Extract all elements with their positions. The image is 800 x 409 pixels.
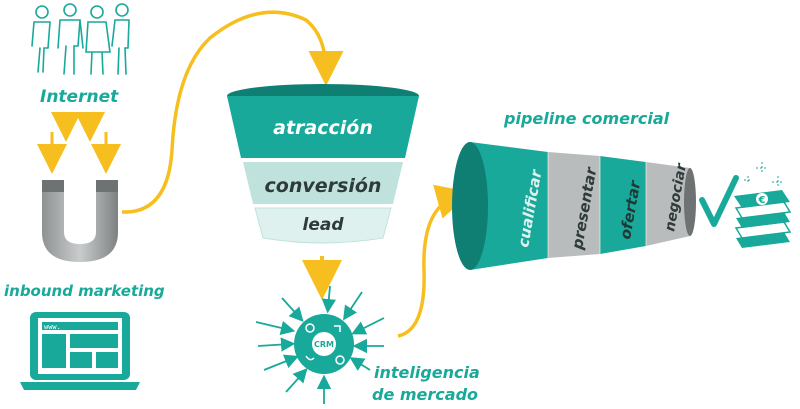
pipeline-label: pipeline comercial <box>503 109 670 128</box>
pipeline: cualificar presentar ofertar negociar <box>452 142 696 270</box>
magnet-to-funnel-arrow <box>121 10 344 214</box>
euro-symbol: € <box>758 195 766 206</box>
crm-text: CRM <box>314 340 334 349</box>
crm-incoming-arrows <box>255 285 385 404</box>
inbound-marketing-label: inbound marketing <box>4 282 165 300</box>
inteligencia-label-line2: de mercado <box>372 385 478 404</box>
magnet-icon <box>42 180 118 262</box>
laptop-icon: www. <box>20 312 140 390</box>
internet-arrows <box>37 112 121 174</box>
funnel: atracción conversión lead <box>227 84 419 244</box>
money-stack-icon: € <box>734 190 792 248</box>
funnel-stage-conversion: conversión <box>265 175 382 197</box>
internet-label: Internet <box>40 87 119 107</box>
www-text: www. <box>44 323 61 331</box>
crm-to-pipeline-arrow <box>397 184 472 338</box>
inteligencia-label-line1: inteligencia <box>374 363 480 382</box>
people-sketch-icon <box>31 3 130 75</box>
funnel-stage-lead: lead <box>303 215 345 235</box>
funnel-stage-atraccion: atracción <box>273 117 373 139</box>
checkmark-icon <box>699 175 739 227</box>
crm-icon: CRM <box>294 314 354 374</box>
sparkle-icons <box>744 162 784 188</box>
